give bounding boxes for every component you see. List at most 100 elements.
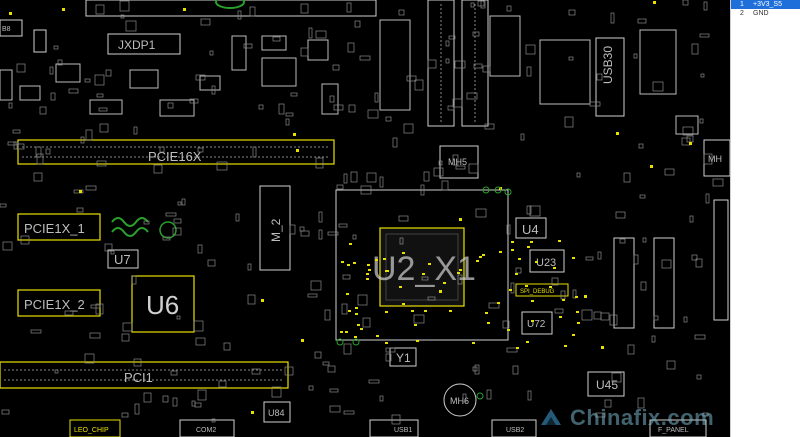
smd-pad bbox=[252, 146, 257, 158]
smd-pad bbox=[694, 334, 706, 340]
smd-pad bbox=[258, 104, 264, 110]
smd-pad bbox=[551, 277, 559, 286]
smd-pad bbox=[462, 393, 467, 403]
smd-pad bbox=[2, 241, 13, 251]
part-m bbox=[379, 19, 411, 111]
smd-pad bbox=[683, 316, 688, 323]
fpanel-outline bbox=[649, 419, 707, 437]
net-name: +3V3_S5 bbox=[753, 1, 782, 8]
usb1-outline bbox=[369, 419, 419, 437]
smd-pad bbox=[379, 395, 384, 402]
label-spi-debug: SPI_DEBUG bbox=[520, 289, 555, 295]
highlighted-pin bbox=[422, 273, 425, 275]
highlighted-pin bbox=[355, 313, 358, 315]
smd-pad bbox=[0, 203, 7, 208]
smd-pad bbox=[165, 212, 177, 217]
smd-pad bbox=[84, 353, 95, 364]
mh6-hole bbox=[443, 383, 477, 417]
smd-pad bbox=[125, 20, 137, 32]
smd-pad bbox=[84, 78, 91, 83]
smd-pad bbox=[385, 347, 396, 353]
smd-pad bbox=[8, 102, 13, 109]
highlighted-pin bbox=[531, 320, 534, 322]
smd-pad bbox=[604, 399, 612, 408]
smd-pad bbox=[110, 250, 115, 255]
highlighted-pin bbox=[577, 322, 580, 324]
highlighted-pin bbox=[616, 132, 619, 135]
smd-pad bbox=[104, 243, 113, 252]
highlighted-pin bbox=[511, 249, 514, 251]
part-n bbox=[489, 15, 521, 77]
smd-pad bbox=[285, 118, 290, 126]
smd-pad bbox=[119, 0, 130, 12]
u23-outline bbox=[529, 249, 565, 273]
label-mh5: MH5 bbox=[448, 157, 467, 167]
pcb-board-canvas[interactable]: B8 JXDP1 bbox=[0, 0, 730, 437]
part-i bbox=[0, 69, 13, 101]
smd-pad bbox=[468, 163, 479, 174]
smd-pad bbox=[347, 42, 355, 53]
label-y1: Y1 bbox=[396, 351, 411, 365]
smd-pad bbox=[506, 5, 512, 12]
highlighted-pin bbox=[349, 243, 352, 245]
smd-pad bbox=[421, 276, 429, 281]
smd-pad bbox=[50, 92, 56, 101]
smd-pad bbox=[98, 107, 108, 112]
smd-pad bbox=[637, 18, 647, 24]
smd-pad bbox=[472, 366, 478, 372]
smd-pad bbox=[392, 137, 398, 148]
highlighted-pin bbox=[572, 257, 575, 259]
smd-pad bbox=[195, 74, 206, 81]
highlighted-pin bbox=[530, 241, 533, 243]
smd-pad bbox=[399, 237, 404, 245]
smd-pad bbox=[299, 226, 305, 232]
smd-pad bbox=[343, 410, 355, 415]
highlighted-pin bbox=[367, 264, 370, 266]
highlighted-pin bbox=[531, 300, 534, 302]
highlighted-pin bbox=[368, 269, 371, 271]
smd-pad bbox=[121, 333, 130, 342]
smd-pad bbox=[57, 59, 63, 66]
smd-pad bbox=[167, 102, 174, 109]
highlighted-pin bbox=[301, 339, 304, 342]
smd-pad bbox=[329, 405, 341, 413]
smd-pad bbox=[342, 274, 351, 280]
highlighted-pin bbox=[601, 346, 604, 349]
jxdp1-outline bbox=[107, 33, 181, 55]
net-row[interactable]: 2 GND bbox=[731, 9, 800, 18]
smd-pad bbox=[300, 47, 309, 57]
smd-pad bbox=[68, 88, 79, 94]
part-h bbox=[321, 83, 339, 115]
smd-pad bbox=[290, 92, 298, 97]
smd-pad bbox=[681, 137, 691, 146]
smd-pad bbox=[362, 317, 371, 328]
smd-pad bbox=[216, 161, 228, 171]
net-row[interactable]: 1 +3V3_S5 bbox=[731, 0, 800, 9]
highlighted-pin bbox=[366, 273, 369, 275]
smd-pad bbox=[398, 9, 405, 16]
smd-pad bbox=[482, 65, 491, 73]
highlighted-pin bbox=[553, 267, 556, 269]
label-u7: U7 bbox=[114, 252, 131, 267]
highlighted-pin bbox=[516, 347, 519, 349]
smd-pad bbox=[379, 176, 384, 188]
watermark: Chinafix.com bbox=[538, 398, 800, 437]
smd-pad bbox=[623, 172, 631, 183]
net-list-panel[interactable]: 1 +3V3_S5 2 GND bbox=[730, 0, 800, 437]
smd-pad bbox=[596, 73, 603, 81]
pcb-drawing[interactable]: B8 JXDP1 bbox=[0, 0, 730, 437]
top-green-ring bbox=[215, 0, 245, 9]
highlighted-pin bbox=[558, 240, 561, 242]
smd-pad bbox=[597, 251, 602, 260]
highlighted-pin bbox=[414, 324, 417, 326]
highlighted-pin bbox=[428, 263, 431, 265]
com-outline bbox=[179, 419, 235, 437]
smd-pad bbox=[447, 105, 455, 111]
smd-pad bbox=[343, 173, 348, 184]
smd-pad bbox=[249, 6, 256, 17]
smd-pad bbox=[308, 385, 314, 391]
highlighted-pin bbox=[482, 254, 485, 256]
smd-pad bbox=[615, 211, 626, 219]
highlighted-pin bbox=[251, 411, 254, 414]
highlighted-pin bbox=[575, 296, 578, 298]
